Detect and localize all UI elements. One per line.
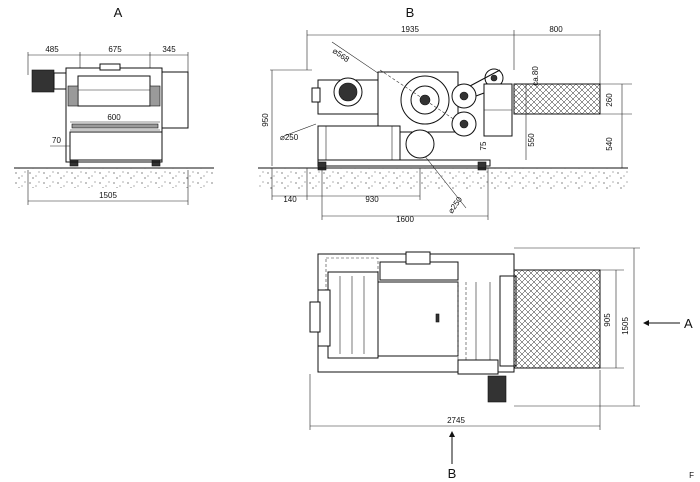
plan-feed-motor <box>487 375 507 403</box>
dim-b-540: 540 <box>605 137 614 151</box>
dim-b-930: 930 <box>365 195 379 204</box>
dim-b-d250-low: ⌀250 <box>446 195 464 215</box>
dim-b-800: 800 <box>549 25 563 34</box>
dim-a-675: 675 <box>108 45 122 54</box>
dim-b-d568: ⌀568 <box>331 46 351 64</box>
dim-b-260: 260 <box>605 93 614 107</box>
dim-b-d250: ⌀250 <box>280 133 299 142</box>
view-b-label: B <box>406 5 415 20</box>
plan-motor <box>327 271 379 359</box>
plan-view: 905 1505 2745 A B <box>309 247 693 481</box>
corner-mark: F <box>689 471 694 480</box>
arrow-a-label: A <box>684 316 693 331</box>
dim-a-70: 70 <box>52 136 61 145</box>
view-b: 1935 800 950 ⌀568 ⌀250 ⌀250 <box>258 25 632 224</box>
dim-a-600: 600 <box>107 113 121 122</box>
dim-a-345: 345 <box>162 45 176 54</box>
dim-plan-905: 905 <box>603 313 612 327</box>
dim-b-ca80: ca.80 <box>531 66 540 86</box>
dim-plan-2745: 2745 <box>447 416 465 425</box>
motor-a <box>31 69 55 93</box>
view-a: 485 675 345 600 70 1505 <box>14 45 214 205</box>
plan-infeed-conveyor <box>513 269 601 369</box>
view-a-label: A <box>114 5 123 20</box>
dim-b-950: 950 <box>261 113 270 127</box>
dim-a-485: 485 <box>45 45 59 54</box>
dim-plan-1505: 1505 <box>621 317 630 335</box>
flywheel-b <box>317 125 401 161</box>
flywheel-housing-a <box>161 71 189 129</box>
arrow-b-label: B <box>448 466 457 481</box>
dim-b-1600: 1600 <box>396 215 414 224</box>
dim-b-550: 550 <box>527 133 536 147</box>
dim-a-1505: 1505 <box>99 191 117 200</box>
dim-b-1935: 1935 <box>401 25 419 34</box>
dim-b-75: 75 <box>479 141 488 150</box>
dim-b-140: 140 <box>283 195 297 204</box>
infeed-conveyor-b <box>513 83 601 115</box>
